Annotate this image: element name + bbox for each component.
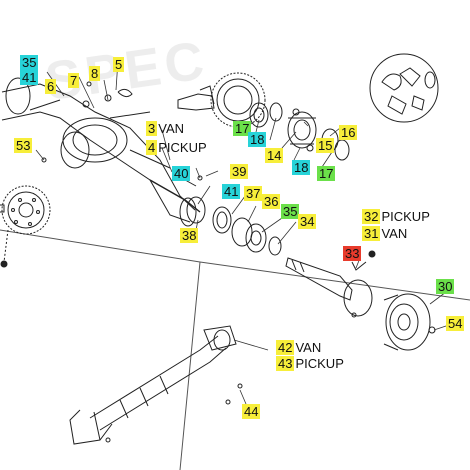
part-callout-39[interactable]: 39 (230, 164, 249, 179)
part-callout-16[interactable]: 16 (339, 125, 358, 140)
part-callout-37[interactable]: 37 (244, 186, 263, 201)
part-callout-5[interactable]: 5 (113, 57, 125, 72)
part-callout-7[interactable]: 7 (68, 73, 80, 88)
spider-gear-detail (369, 53, 439, 123)
pinion-shaft (177, 85, 215, 111)
part-callout-54[interactable]: 54 (446, 316, 465, 331)
part-callout-15[interactable]: 15 (316, 138, 335, 153)
propeller-shaft (69, 325, 243, 445)
hub-seals (177, 175, 282, 256)
axle-shaft (285, 250, 376, 318)
part-callout-34[interactable]: 34 (298, 214, 317, 229)
differential-case (287, 108, 317, 152)
part-callout-38[interactable]: 38 (180, 228, 199, 243)
part-callout-41-top[interactable]: 41 (20, 70, 39, 85)
part-callout-35-mid[interactable]: 35 (281, 204, 300, 219)
part-callout-33[interactable]: 33 (343, 246, 362, 261)
part-callout-17-upper[interactable]: 17 (233, 121, 252, 136)
part-callout-17-lower[interactable]: 17 (317, 166, 336, 181)
part-callout-36[interactable]: 36 (262, 194, 281, 209)
part-callout-40[interactable]: 40 (172, 166, 191, 181)
part-callout-18-upper[interactable]: 18 (248, 132, 267, 147)
part-callout-8[interactable]: 8 (89, 66, 101, 81)
part-callout-18-lower[interactable]: 18 (292, 160, 311, 175)
part-callout-35-top[interactable]: 35 (20, 55, 39, 70)
axle-housing (1, 77, 201, 227)
ring-gear (210, 72, 266, 128)
part-callout-6[interactable]: 6 (45, 79, 57, 94)
part-callout-14[interactable]: 14 (265, 148, 284, 163)
part-callout-41-mid[interactable]: 41 (222, 184, 241, 199)
brake-drum (383, 293, 436, 351)
part-callout-30[interactable]: 30 (436, 279, 455, 294)
part-callout-53[interactable]: 53 (14, 138, 33, 153)
bolt (41, 157, 47, 163)
brake-disc (0, 185, 51, 268)
part-callout-44[interactable]: 44 (242, 404, 261, 419)
